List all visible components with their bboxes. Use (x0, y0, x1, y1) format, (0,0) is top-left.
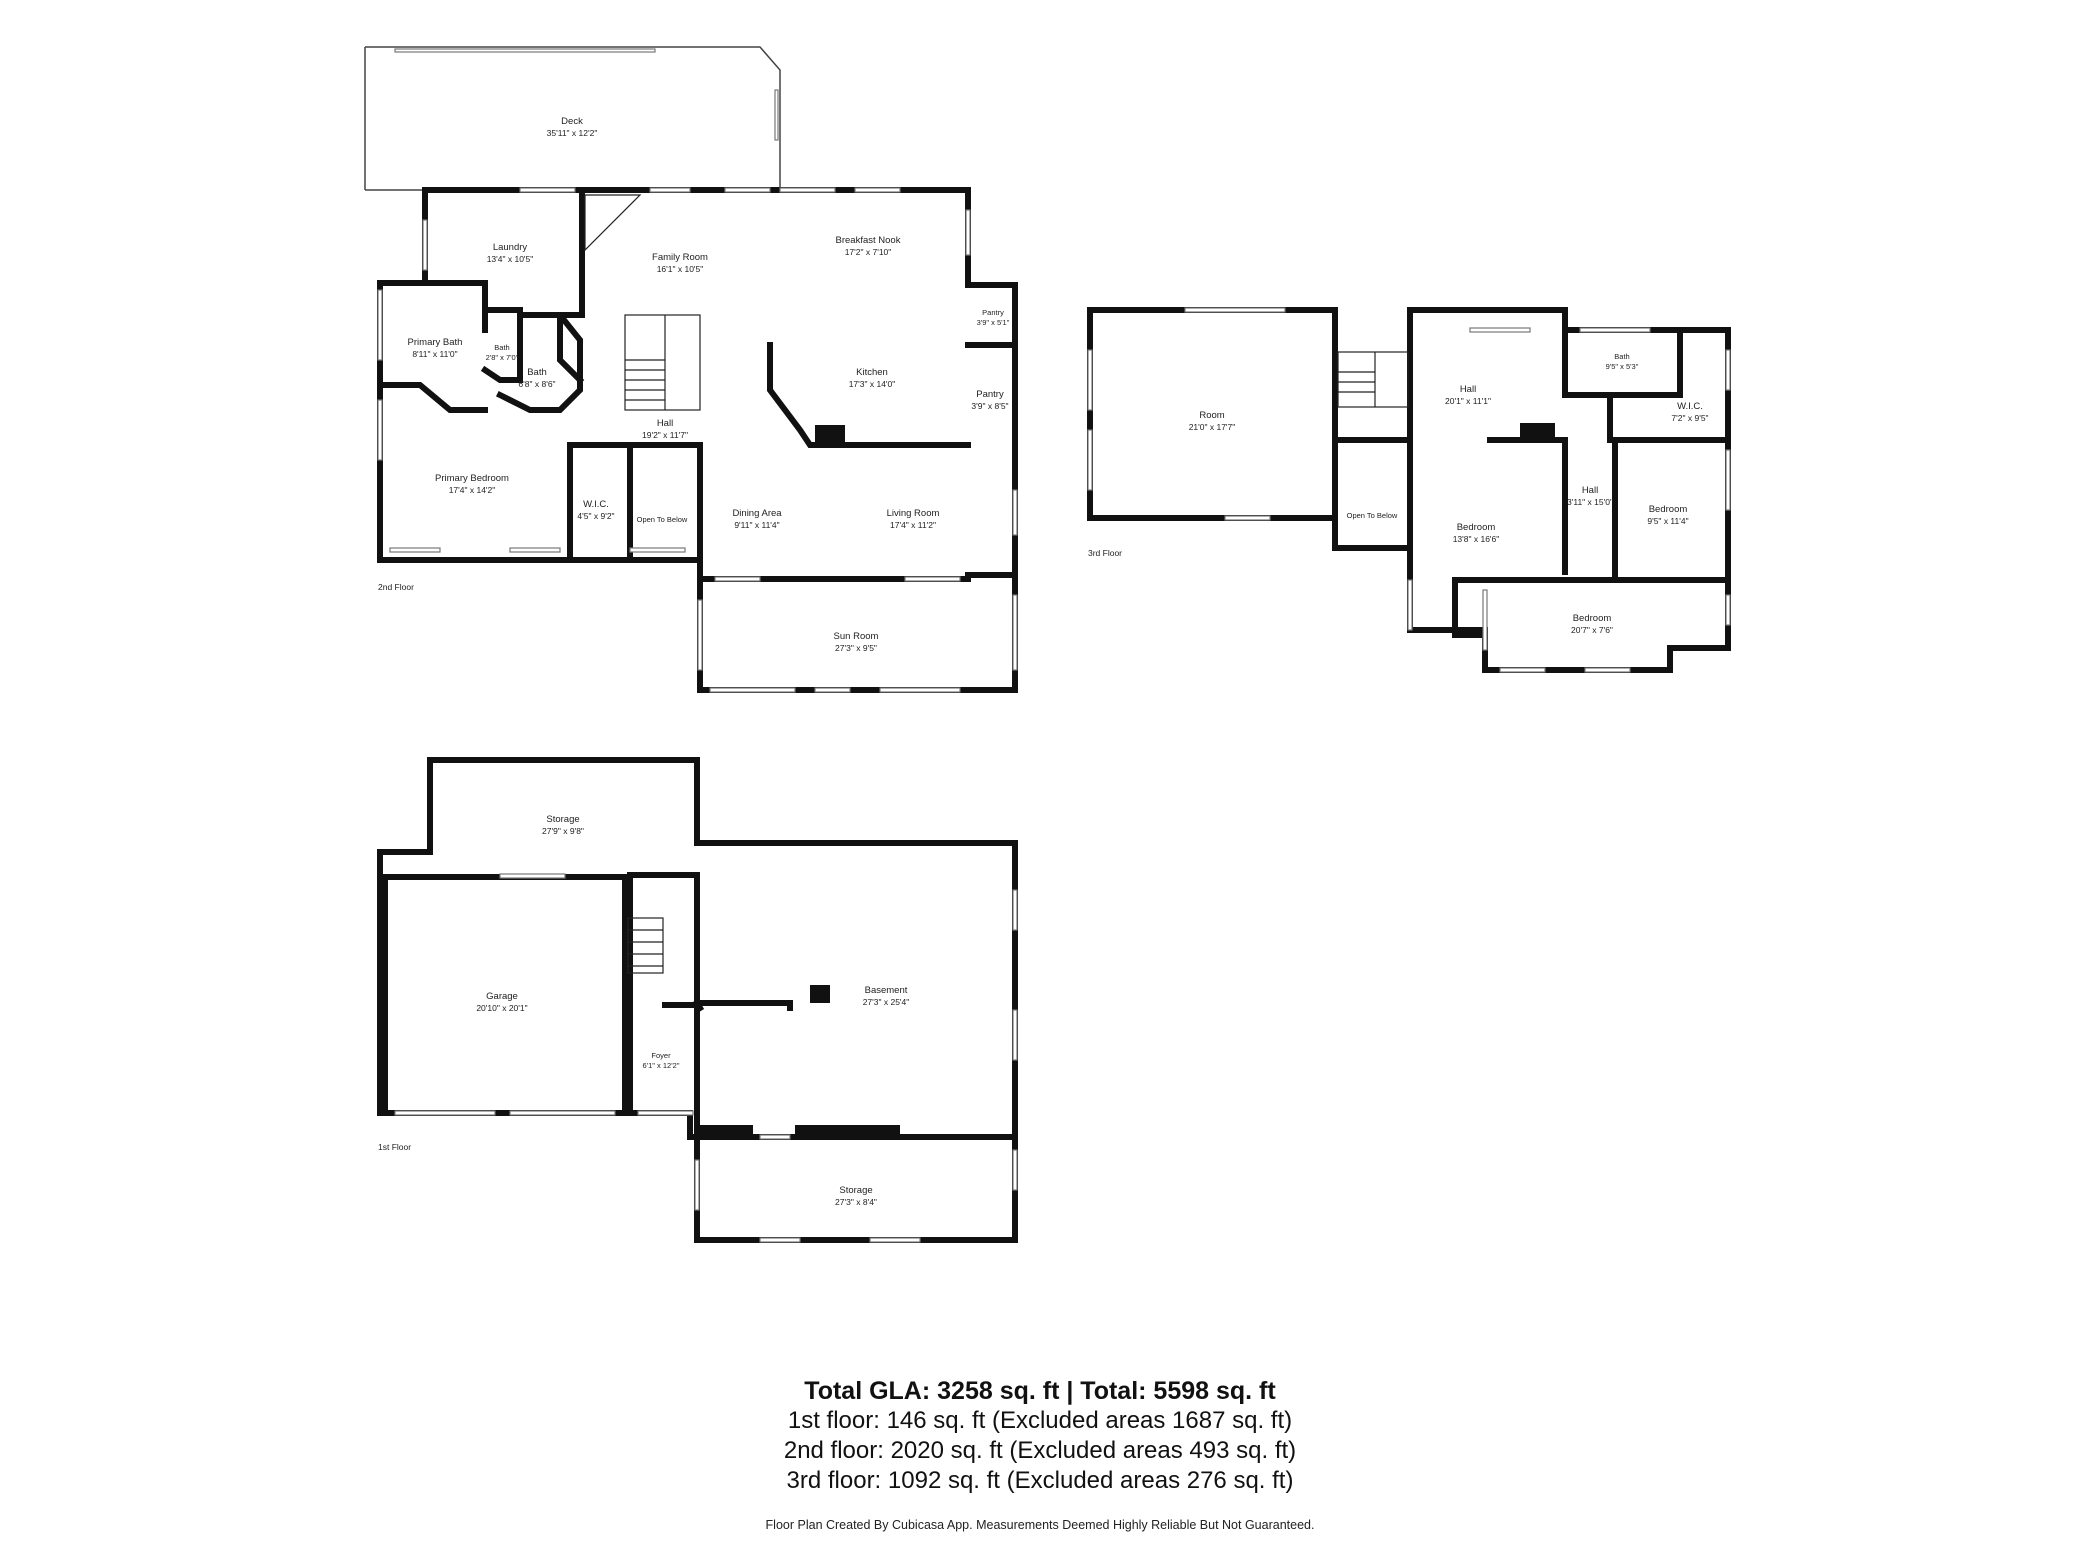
laundry-name-label: Laundry (493, 242, 528, 253)
family-room-dim-label: 16'1" x 10'5" (657, 264, 704, 274)
hall-dim-label: 20'1" x 11'1" (1445, 396, 1491, 406)
open-below-name-label: Open To Below (1347, 511, 1398, 520)
deck-label: Deck (561, 116, 583, 127)
storage-top-name-label: Storage (546, 814, 579, 825)
second-floor-caption: 2nd Floor (378, 582, 414, 592)
bedroom-a-dim-label: 13'8" x 16'6" (1453, 534, 1500, 544)
wic-dim-label: 7'2" x 9'5" (1671, 413, 1708, 423)
bedroom-a-name-label: Bedroom (1457, 522, 1496, 533)
bath-dim-label: 9'5" x 5'3" (1606, 362, 1639, 371)
bath-b-dim-label: 6'8" x 8'6" (518, 379, 555, 389)
garage-dim-label: 20'10" x 20'1" (476, 1003, 527, 1013)
bath-a-dim-label: 2'8" x 7'0" (486, 353, 519, 362)
storage-bottom-dim-label: 27'3" x 8'4" (835, 1197, 877, 1207)
pantry-small-name-label: Pantry (982, 308, 1004, 317)
foyer-dim-label: 6'1" x 12'2" (643, 1061, 680, 1070)
primary-bedroom-name-label: Primary Bedroom (435, 473, 509, 484)
room-name-label: Room (1199, 410, 1224, 421)
deck-dim-label: 35'11" x 12'2" (547, 128, 598, 138)
pantry-name-label: Pantry (976, 389, 1004, 400)
first-floor-plan (377, 757, 1018, 1243)
third-floor-plan (1087, 307, 1731, 673)
family-room-name-label: Family Room (652, 252, 708, 263)
open-below-name-label: Open To Below (637, 515, 688, 524)
living-room-name-label: Living Room (887, 508, 940, 519)
sun-room-name-label: Sun Room (834, 631, 879, 642)
pantry-dim-label: 3'9" x 8'5" (971, 401, 1008, 411)
bath-a-name-label: Bath (494, 343, 509, 352)
third-floor-area: 3rd floor: 1092 sq. ft (Excluded areas 2… (786, 1467, 1294, 1494)
area-summary: Total GLA: 3258 sq. ft | Total: 5598 sq.… (640, 1376, 1440, 1496)
third-floor-caption: 3rd Floor (1088, 548, 1122, 558)
wic-name-label: W.I.C. (1677, 401, 1703, 412)
total-area: Total GLA: 3258 sq. ft | Total: 5598 sq.… (804, 1377, 1276, 1405)
hall-dim-label: 19'2" x 11'7" (642, 430, 688, 440)
breakfast-nook-name-label: Breakfast Nook (836, 235, 901, 246)
hall-b-name-label: Hall (1582, 485, 1598, 496)
bath-b-name-label: Bath (527, 367, 547, 378)
hall-name-label: Hall (1460, 384, 1476, 395)
dining-area-name-label: Dining Area (732, 508, 782, 519)
room-dim-label: 21'0" x 17'7" (1189, 422, 1236, 432)
second-floor-plan (364, 46, 1018, 693)
kitchen-dim-label: 17'3" x 14'0" (849, 379, 896, 389)
foyer-name-label: Foyer (651, 1051, 671, 1060)
bedroom-b-name-label: Bedroom (1649, 504, 1688, 515)
second-floor-walls (377, 187, 1018, 582)
storage-bottom-name-label: Storage (839, 1185, 872, 1196)
primary-bedroom-dim-label: 17'4" x 14'2" (449, 485, 496, 495)
storage-top-dim-label: 27'9" x 9'8" (542, 826, 584, 836)
wic-name-label: W.I.C. (583, 499, 609, 510)
bedroom-c-name-label: Bedroom (1573, 613, 1612, 624)
first-floor-area: 1st floor: 146 sq. ft (Excluded areas 16… (787, 1407, 1293, 1434)
garage-name-label: Garage (486, 991, 518, 1002)
primary-bath-dim-label: 8'11" x 11'0" (412, 349, 457, 359)
first-floor-labels: Storage 27'9" x 9'8" Garage 20'10" x 20'… (378, 814, 909, 1207)
pantry-small-dim-label: 3'9" x 5'1" (977, 318, 1010, 327)
primary-bath-name-label: Primary Bath (408, 337, 463, 348)
disclaimer: Floor Plan Created By Cubicasa App. Meas… (765, 1518, 1315, 1532)
wic-dim-label: 4'5" x 9'2" (577, 511, 614, 521)
first-floor-caption: 1st Floor (378, 1142, 411, 1152)
living-room-dim-label: 17'4" x 11'2" (890, 520, 936, 530)
bedroom-b-dim-label: 9'5" x 11'4" (1647, 516, 1688, 526)
hall-name-label: Hall (657, 418, 673, 429)
laundry-dim-label: 13'4" x 10'5" (487, 254, 534, 264)
hall-b-dim-label: 3'11" x 15'0" (1567, 497, 1613, 507)
basement-name-label: Basement (865, 985, 908, 996)
third-floor-labels: Room 21'0" x 17'7" Hall 20'1" x 11'1" Ba… (1088, 352, 1709, 635)
bath-name-label: Bath (1614, 352, 1629, 361)
sun-room-dim-label: 27'3" x 9'5" (835, 643, 877, 653)
second-floor-area: 2nd floor: 2020 sq. ft (Excluded areas 4… (783, 1437, 1297, 1464)
basement-dim-label: 27'3" x 25'4" (863, 997, 910, 1007)
deck-outline (364, 46, 781, 190)
second-floor-labels: Deck 35'11" x 12'2" Laundry 13'4" x 10'5… (378, 116, 1010, 653)
kitchen-name-label: Kitchen (856, 367, 888, 378)
breakfast-nook-dim-label: 17'2" x 7'10" (845, 247, 892, 257)
bedroom-c-dim-label: 20'7" x 7'6" (1571, 625, 1613, 635)
dining-area-dim-label: 9'11" x 11'4" (734, 520, 779, 530)
